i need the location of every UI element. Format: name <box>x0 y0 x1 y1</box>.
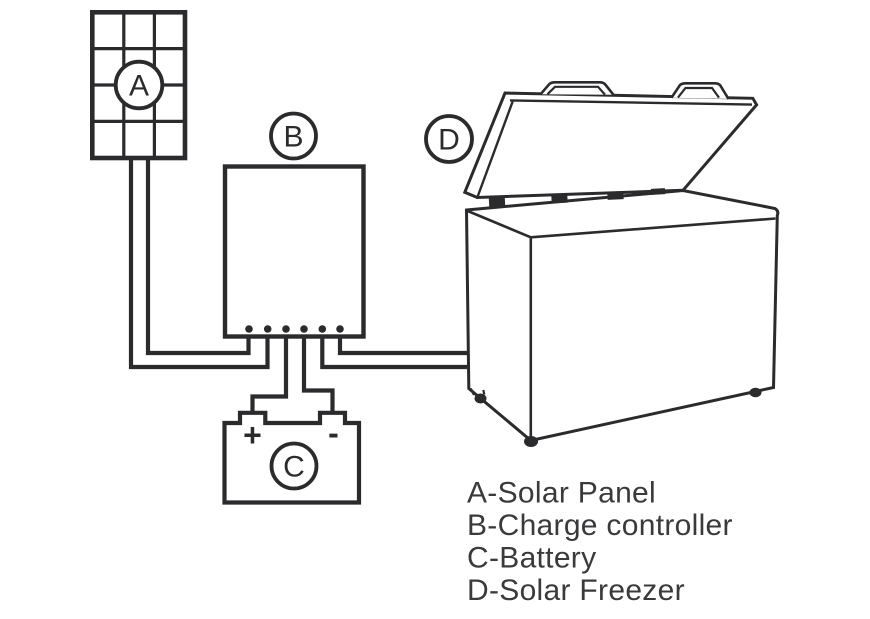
freezer-lid-handles <box>539 80 730 100</box>
battery: + - C <box>222 410 362 505</box>
freezer-foot-right <box>749 387 762 398</box>
freezer-body-rim-lines <box>465 209 776 441</box>
badge-d-circle <box>424 114 474 164</box>
badge-a-circle <box>113 59 165 111</box>
badge-b-label: B <box>283 121 303 154</box>
freezer-foot-left <box>474 393 487 404</box>
wire-controller-to-battery-positive <box>250 334 289 414</box>
controller-terminal-dots <box>245 325 344 333</box>
solar-freezer: D <box>424 80 780 447</box>
badge-d-label: D <box>438 124 460 157</box>
badge-c-circle <box>269 441 319 491</box>
wire-controller-to-battery-negative <box>301 334 335 414</box>
badge-a-label: A <box>129 70 149 103</box>
battery-negative-sign: - <box>328 415 339 451</box>
freezer-body-outline <box>464 188 780 443</box>
freezer-lid-edge-lines <box>476 99 753 198</box>
freezer-lid <box>462 91 759 200</box>
legend-item-solar-panel: A-Solar Panel <box>467 477 656 510</box>
legend: A-Solar Panel B-Charge controller C-Batt… <box>467 477 733 608</box>
badge-c-label: C <box>283 451 305 484</box>
wire-panel-to-controller-outer <box>128 157 270 370</box>
badge-b-circle <box>269 111 318 161</box>
wire-controller-to-freezer-inner <box>337 334 467 356</box>
freezer-feet <box>469 387 762 447</box>
wire-controller-to-freezer-outer <box>320 334 467 370</box>
freezer-hinges <box>488 188 666 207</box>
solar-panel: A <box>90 10 188 161</box>
lid-handle-left <box>539 80 615 96</box>
charge-controller: B <box>222 111 366 339</box>
wire-panel-to-controller-inner <box>145 157 251 356</box>
charge-controller-box <box>222 164 366 339</box>
battery-positive-sign: + <box>243 417 262 453</box>
freezer-foot-front <box>524 436 538 447</box>
legend-item-solar-freezer: D-Solar Freezer <box>467 574 685 607</box>
legend-item-battery: C-Battery <box>467 542 596 575</box>
wiring <box>128 157 467 414</box>
legend-item-charge-controller: B-Charge controller <box>467 509 733 542</box>
